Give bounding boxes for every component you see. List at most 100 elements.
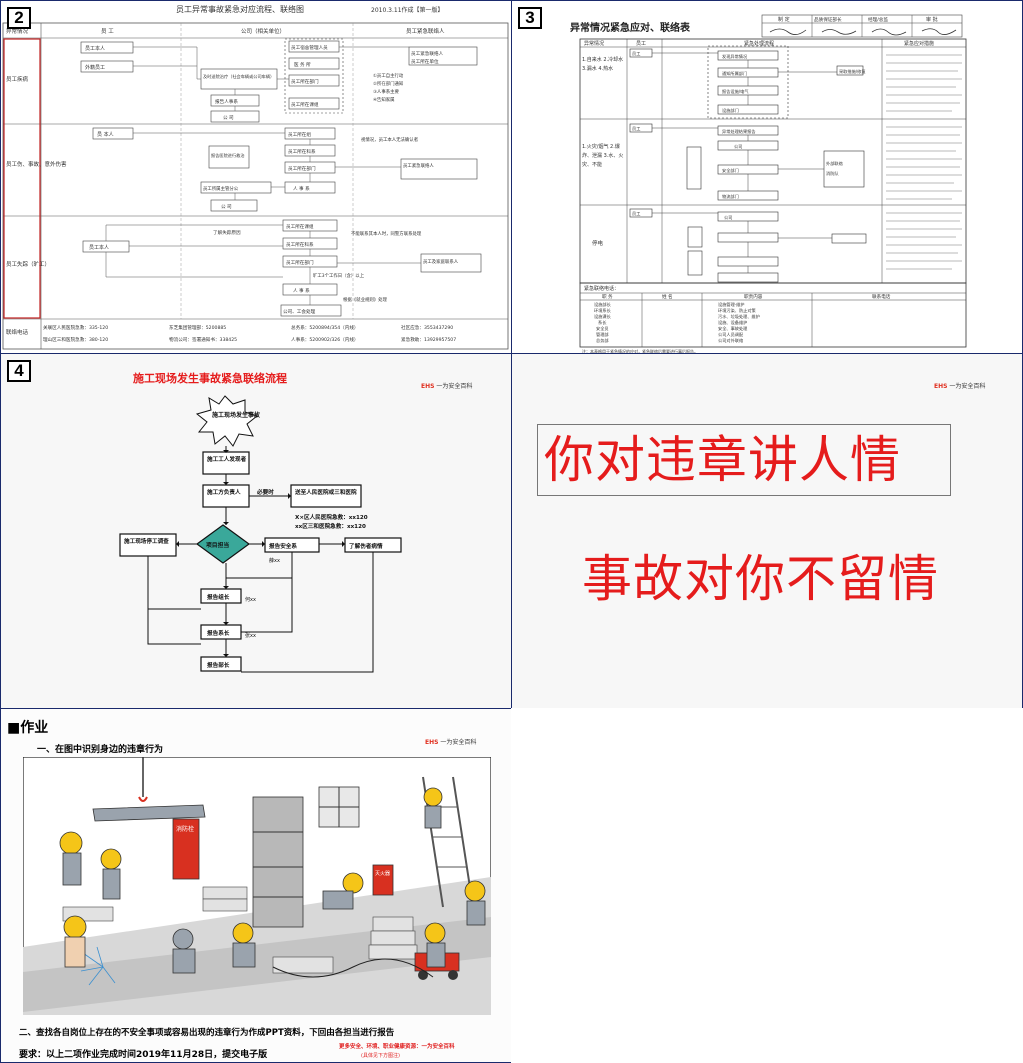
p2-phone-5: 物流公司：签署通知书：338425 (169, 336, 237, 343)
p2-phone-7: 紧急救助：13929957507 (401, 336, 456, 343)
p2-r2-self: 员 本人 (97, 131, 114, 138)
p3-duty-4: 安全、事故处理 (718, 325, 748, 332)
p2-row-1: 员工伤、事故、意外伤害 (6, 160, 67, 168)
employee-flow-diagram: 员工异常事故紧急对应流程、联络图 2010.3.11作成【第一版】 异常情况 员… (1, 1, 511, 353)
p2-box-unit: 员工所在单位 (411, 58, 439, 65)
p3-role-4: 安全员 (596, 325, 609, 332)
p2-r2-manager: 员工所属主管分公 (203, 185, 239, 192)
ems-logo-p5: EHS 一为安全百科 (934, 381, 985, 390)
panel2-date: 2010.3.11作成【第一版】 (371, 6, 444, 14)
p3-role-5: 管理部 (596, 331, 609, 338)
homework-footer-2: (具体见下方图注) (361, 1053, 400, 1059)
panel-safety-slogan: EHS 一为安全百科 你对违章讲人情 事故对你不留情 (511, 353, 1023, 709)
ems-mark-p6: EHS (425, 739, 439, 746)
p2-header-1: 员 工 (101, 28, 114, 35)
p3-stamp-1: 品质保证部长 (814, 16, 842, 23)
p3-stamp-2: 经理/总监 (868, 16, 888, 23)
p3-flow-7: 安全部门 (722, 167, 739, 174)
p2-box-hr: 报告人事系 (215, 98, 238, 105)
p3-role-3: 系长 (598, 319, 607, 326)
p2-r3-note-0: 了解失踪原因 (213, 229, 241, 236)
node-note-1: 薛xx (269, 557, 280, 564)
p3-stamp-0: 制 定 (778, 16, 790, 23)
p2-r3-dept: 员工所在部门 (286, 259, 314, 266)
panel-emergency-flow-employee: 员工异常事故紧急对应流程、联络图 2010.3.11作成【第一版】 异常情况 员… (0, 0, 512, 354)
p3-duty-1: 环境污染、防止对策 (718, 307, 757, 314)
ems-logo-p4: EHS 一为安全百科 (421, 381, 472, 390)
node-finder: 施工工人发现者 (207, 455, 247, 463)
panel4-title: 施工现场发生事故紧急联络流程 (133, 371, 287, 385)
p3-flow-4: 采取措施/修复 (839, 68, 866, 75)
p3-duty-5: 公司人员调配 (718, 331, 744, 338)
p3-col-2: 紧急处理流程 (744, 40, 774, 47)
p2-note-1: ②所在部门通知 (373, 80, 403, 87)
decision-diamond (195, 524, 251, 564)
p3-flow-3: 设施部门 (722, 107, 739, 114)
p3-duty-3: 设施、设备维护 (718, 319, 747, 326)
p2-phone-3: 社区应急：3553437290 (401, 324, 453, 331)
p3-row-2: 停电 (592, 239, 604, 247)
p2-box-foreign: 外籍员工 (85, 64, 105, 71)
p2-r3-note-1: 不能联系其本人时，同警方联系处理 (351, 230, 422, 237)
p2-box-company: 公 司 (223, 115, 234, 121)
p3-role-2: 设施课长 (594, 313, 612, 320)
p3-flow-2: 报告设施/电气 (722, 88, 749, 95)
ems-mark-p4: EHS (421, 383, 435, 390)
p3-flow-9: 外部联络 (826, 160, 844, 167)
violation-illustration: 消防栓 灭火器 (23, 757, 491, 1015)
panel-homework: ■作业 EHS 一为安全百科 一、在图中识别身边的违章行为 消防栓 灭火器 (0, 708, 512, 1063)
sign-hydrant: 消防栓 (176, 825, 194, 833)
p2-r3-union: 公司、工会处理 (283, 308, 316, 315)
extinguisher-box (372, 864, 394, 896)
p3-ch-0: 职 务 (602, 293, 613, 300)
p2-box-clinic: 医 务 所 (294, 61, 311, 68)
p2-phone-2: 总务系：5200894/354（内线） (291, 324, 359, 331)
p2-header-3: 员工紧急联络人 (406, 27, 445, 35)
p2-note-2: ③人事系主要 (373, 88, 399, 95)
homework-requirement: 要求：以上二项作业完成时间2019年11月28日，提交电子版 (19, 1050, 268, 1060)
p2-r2-section: 员工所在科系 (288, 148, 316, 155)
fire-hydrant-cabinet (172, 818, 200, 880)
p2-row-0: 员工疾病 (6, 75, 29, 83)
p2-r3-family: 员工及家庭联系人 (423, 258, 459, 265)
p2-r3-note-3: 根据《就业规则》处理 (343, 296, 388, 303)
p2-r3-section: 员工所在科系 (286, 241, 314, 248)
node-necessary: 必要时 (256, 488, 274, 496)
p3-footnote: 注：本表格用于紧急情况的应对，紧急联络后需要进行事后报告。 (582, 348, 698, 354)
homework-footer-1: 更多安全、环境、职业健康资源：一为安全百科 (339, 1044, 455, 1050)
p3-stamp-3: 审 批 (926, 16, 938, 23)
panel-number-4: 4 (7, 360, 31, 382)
ems-logo-p6: EHS 一为安全百科 (425, 737, 476, 746)
panel3-title: 异常情况紧急应对、联络表 (570, 21, 691, 34)
p3-emp-3: 员工 (632, 211, 640, 217)
panel-number-3: 3 (518, 7, 542, 29)
node-safety: 报告安全系 (269, 542, 297, 550)
p2-r2-group: 员工所在组 (288, 131, 311, 138)
slogan-line-1: 你对违章讲人情 (537, 424, 951, 496)
p3-emp-2: 员工 (632, 126, 640, 132)
p2-note-0: ①员工自主行动 (373, 72, 404, 79)
p2-phone-1: 东芝集团管理部：5200885 (169, 324, 226, 331)
node-injury: 了解伤者病情 (349, 542, 383, 550)
homework-question-2: 二、查找各自岗位上存在的不安全事项或容易出现的违章行为作成PPT资料，下回由各担… (19, 1028, 395, 1038)
p3-col-0: 异常情况 (584, 40, 604, 47)
p2-box-dept: 员工所在部门 (291, 78, 319, 85)
ems-mark-p5: EHS (934, 383, 948, 390)
empty-cell (511, 708, 1023, 1063)
node-dept: 报告系长 (207, 629, 230, 637)
p3-row-0: 1.自来水 2.冷却水 3.漏水 4.热水 (582, 57, 624, 72)
node-note-3: 张xx (245, 632, 256, 639)
node-scene: 施工现场停工调查 (124, 537, 169, 545)
p2-phone-6: 人事系：5200902/326（内线） (291, 336, 359, 343)
node-minister: 报告部长 (207, 661, 230, 669)
p3-row-1: 1.火灾/烟气 2.爆炸、泄漏 3.水、火灾、不能 (582, 144, 624, 168)
p3-duty-6: 公司对外联络 (718, 337, 744, 344)
node-start: 施工现场发生事故 (212, 411, 261, 419)
p3-ch-1: 姓 名 (662, 293, 673, 300)
p2-header-0: 异常情况 (6, 27, 29, 35)
ems-text-p4: 一为安全百科 (436, 383, 473, 390)
p2-row-2: 员工失踪（旷工） (6, 260, 50, 268)
homework-title: ■作业 (7, 720, 49, 736)
p2-r2-hr: 人 事 系 (293, 185, 310, 192)
